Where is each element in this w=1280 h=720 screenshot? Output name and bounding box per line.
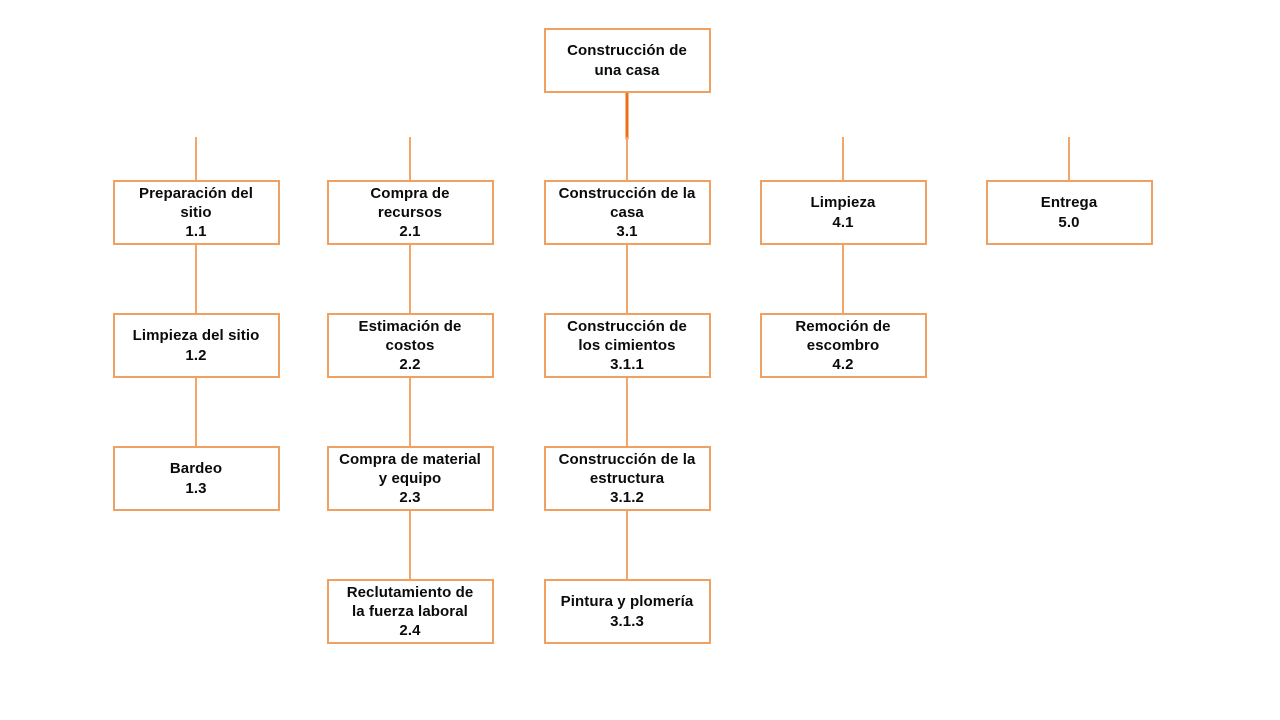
wbs-node-3.1.2: Construcción de la estructura 3.1.2	[543, 446, 711, 511]
node-label: Construcción de los cimientos	[567, 317, 687, 354]
node-label: Preparación del sitio	[138, 184, 254, 221]
node-code: 5.0	[1058, 213, 1080, 231]
node-code: 1.2	[185, 346, 207, 364]
wbs-node-1.1: Preparación del sitio 1.1	[112, 180, 280, 245]
node-code: 2.1	[399, 223, 421, 241]
wbs-node-3.1.1: Construcción de los cimientos 3.1.1	[543, 313, 711, 378]
node-code: 1.1	[185, 223, 207, 241]
node-code: 3.1.1	[610, 356, 644, 374]
node-label: Estimación de costos	[358, 317, 462, 354]
node-label: Construcción de la casa	[558, 184, 696, 221]
node-code: 3.1	[616, 223, 638, 241]
node-code: 4.2	[832, 356, 854, 374]
wbs-node-root: Construcción de una casa	[543, 28, 711, 93]
wbs-node-2.1: Compra de recursos 2.1	[326, 180, 494, 245]
node-label: Pintura y plomería	[560, 593, 694, 611]
node-code: 2.4	[399, 622, 421, 640]
node-code: 4.1	[832, 213, 854, 231]
node-label: Compra de recursos	[370, 184, 450, 221]
node-code: 3.1.2	[610, 489, 644, 507]
node-label: Bardeo	[169, 460, 223, 478]
node-label: Compra de material y equipo	[339, 450, 481, 487]
node-label: Entrega	[1040, 194, 1098, 212]
node-code: 2.3	[399, 489, 421, 507]
wbs-node-2.3: Compra de material y equipo 2.3	[326, 446, 494, 511]
node-label: Remoción de escombro	[795, 317, 891, 354]
node-label: Limpieza del sitio	[132, 327, 260, 345]
node-code: 1.3	[185, 479, 207, 497]
wbs-node-2.2: Estimación de costos 2.2	[326, 313, 494, 378]
node-label: Construcción de una casa	[567, 42, 687, 79]
wbs-node-3.1: Construcción de la casa 3.1	[543, 180, 711, 245]
node-label: Limpieza	[810, 194, 876, 212]
wbs-node-2.4: Reclutamiento de la fuerza laboral 2.4	[326, 579, 494, 644]
wbs-node-4.2: Remoción de escombro 4.2	[759, 313, 927, 378]
node-label: Construcción de la estructura	[558, 450, 696, 487]
node-code: 3.1.3	[610, 612, 644, 630]
node-code: 2.2	[399, 356, 421, 374]
node-label: Reclutamiento de la fuerza laboral	[346, 583, 474, 620]
